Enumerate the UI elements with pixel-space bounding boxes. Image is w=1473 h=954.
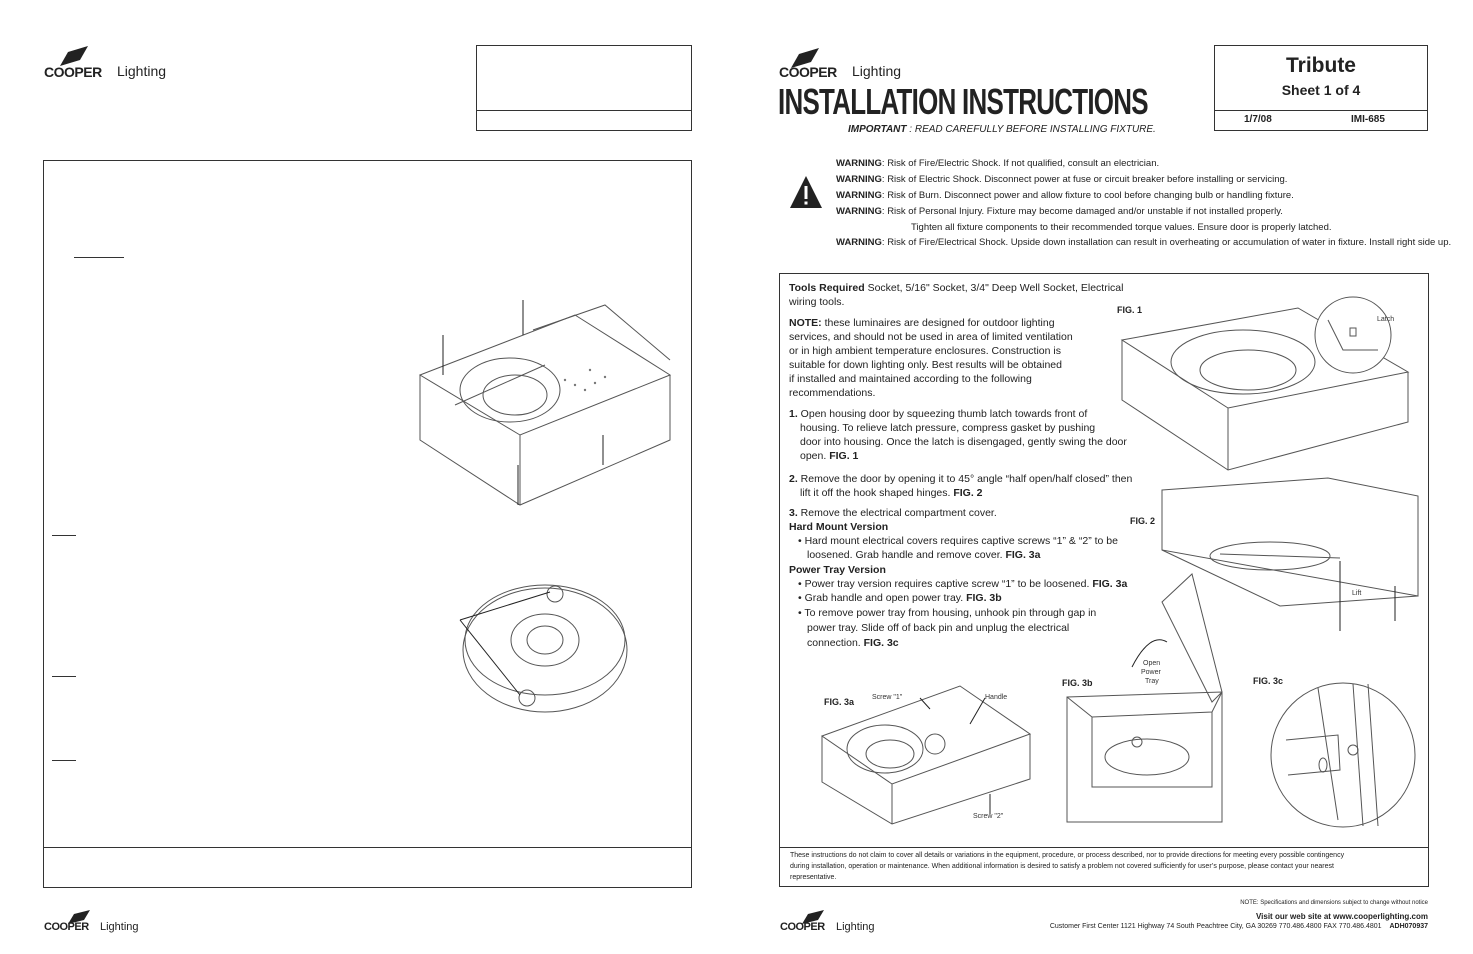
fig3b-label: FIG. 3b — [1062, 678, 1093, 688]
fig2-label: FIG. 2 — [1130, 516, 1156, 526]
hard-mount-title: Hard Mount Version — [789, 521, 889, 533]
fig3a-label: FIG. 3a — [824, 697, 855, 707]
sheet-number: Sheet 1 of 4 — [1281, 82, 1361, 98]
logo-lighting-text: Lighting — [117, 63, 167, 79]
disclaimer-line-3: representative. — [790, 874, 837, 881]
power-tray-line-4: power tray. Slide off of back pin and un… — [807, 622, 1070, 634]
product-name: Tribute — [1285, 54, 1356, 77]
important-text: : READ CAREFULLY BEFORE INSTALLING FIXTU… — [906, 124, 1156, 135]
power-tray-line-1: • Power tray version requires captive sc… — [798, 578, 1128, 590]
note-line-2: services, and should not be used in area… — [789, 331, 1073, 343]
left-content-frame — [43, 160, 692, 888]
instructions-disclaimer-divider — [779, 847, 1429, 848]
left-heading-rule-2 — [52, 535, 76, 536]
step1-line-2: housing. To relieve latch pressure, comp… — [800, 422, 1096, 434]
cooper-logo-bottom-right: COOPER Lighting — [780, 908, 890, 936]
cooper-logo-bottom-left: COOPER Lighting — [44, 908, 154, 936]
hard-mount-line-2: loosened. Grab handle and remove cover. … — [807, 549, 1041, 561]
cooper-logo-top-left: COOPER Lighting — [44, 44, 184, 80]
note-line-6: recommendations. — [789, 387, 876, 399]
note-line-5: if installed and maintained according to… — [789, 373, 1032, 385]
fig3b-open-callout-1: Open — [1143, 660, 1161, 667]
left-round-cover-illustration — [459, 584, 628, 713]
power-tray-line-3: • To remove power tray from housing, unh… — [798, 607, 1097, 619]
tools-line-1: Tools Required Socket, 5/16" Socket, 3/4… — [789, 282, 1124, 294]
logo-swoosh-icon — [68, 910, 90, 924]
warning-line-2: WARNING: Risk of Electric Shock. Disconn… — [836, 174, 1288, 185]
step2-line-1: 2. Remove the door by opening it to 45° … — [789, 473, 1133, 485]
tools-line-2: wiring tools. — [789, 296, 845, 308]
left-heading-rule-4 — [52, 760, 76, 761]
power-tray-title: Power Tray Version — [789, 564, 886, 576]
step1-line-4: open. FIG. 1 — [800, 450, 859, 462]
warning-triangle-icon — [790, 176, 822, 208]
left-title-box-divider — [476, 110, 692, 111]
fig3c-label: FIG. 3c — [1253, 676, 1284, 686]
fig3b-open-callout-2: Power — [1141, 669, 1161, 676]
logo-cooper-text: COOPER — [779, 64, 837, 80]
note-line-1: NOTE: these luminaires are designed for … — [789, 317, 1055, 329]
doc-number: IMI-685 — [1351, 114, 1385, 125]
logo-cooper-text: COOPER — [44, 64, 102, 80]
fig3a-housing-illustration — [820, 685, 1032, 825]
logo-swoosh-icon — [60, 46, 88, 66]
left-title-box — [476, 45, 692, 131]
step1-line-3: door into housing. Once the latch is dis… — [800, 436, 1127, 448]
left-heading-rule-1 — [74, 257, 124, 258]
doc-date: 1/7/08 — [1244, 114, 1272, 125]
power-tray-line-5: connection. FIG. 3c — [807, 637, 899, 649]
fig3a-screw1-callout: Screw "1" — [872, 694, 903, 701]
step1-line-1: 1. Open housing door by squeezing thumb … — [789, 408, 1088, 420]
warning-continuation: Tighten all fixture components to their … — [911, 222, 1332, 233]
left-heading-rule-3 — [52, 676, 76, 677]
logo-lighting-text: Lighting — [100, 921, 139, 933]
left-content-footer-divider — [43, 847, 692, 848]
website-line: Visit our web site at www.cooperlighting… — [1255, 912, 1428, 921]
product-box — [1214, 45, 1428, 131]
step3-line: 3. Remove the electrical compartment cov… — [789, 507, 997, 519]
logo-swoosh-icon — [802, 910, 824, 924]
disclaimer-line-2: during installation, operation or mainte… — [790, 863, 1334, 870]
logo-cooper-text: COOPER — [44, 921, 89, 933]
cooper-logo-top-right: COOPER Lighting — [779, 44, 919, 80]
note-line-4: suitable for down lighting only. Best re… — [789, 359, 1062, 371]
warning-line-1: WARNING: Risk of Fire/Electric Shock. If… — [836, 158, 1160, 169]
warning-line-5: WARNING: Risk of Fire/Electrical Shock. … — [836, 237, 1452, 248]
fig1-housing-illustration — [1120, 296, 1410, 471]
power-tray-line-2: • Grab handle and open power tray. FIG. … — [798, 592, 1002, 604]
fig2-door-illustration — [1161, 477, 1419, 631]
fig3a-handle-callout: Handle — [985, 694, 1008, 701]
fig2-lift-callout: Lift — [1352, 590, 1362, 597]
fig3a-screw2-callout: Screw "2" — [973, 813, 1004, 820]
warning-line-4: WARNING: Risk of Personal Injury. Fixtur… — [836, 206, 1283, 217]
note-line-3: or in high ambient temperature enclosure… — [789, 345, 1061, 357]
page-title: INSTALLATION INSTRUCTIONS — [778, 81, 1149, 122]
logo-lighting-text: Lighting — [852, 63, 902, 79]
address-line: Customer First Center 1121 Highway 74 So… — [900, 923, 1428, 930]
fig1-label: FIG. 1 — [1117, 305, 1143, 315]
logo-swoosh-icon — [791, 48, 819, 68]
footer-code: ADH070937 — [1389, 923, 1428, 930]
product-box-divider — [1214, 110, 1428, 111]
logo-cooper-text: COOPER — [780, 921, 825, 933]
step2-line-2: lift it off the hook shaped hinges. FIG.… — [800, 487, 983, 499]
address-text: Customer First Center 1121 Highway 74 So… — [1049, 923, 1382, 930]
warning-line-3: WARNING: Risk of Burn. Disconnect power … — [836, 190, 1294, 201]
hard-mount-line-1: • Hard mount electrical covers requires … — [798, 535, 1118, 547]
logo-lighting-text: Lighting — [836, 921, 875, 933]
left-housing-illustration — [418, 300, 672, 506]
fig3b-power-tray-illustration — [1066, 573, 1223, 823]
fig1-latch-callout: Latch — [1377, 316, 1395, 323]
disclaimer-line-1: These instructions do not claim to cover… — [790, 852, 1345, 859]
important-label: IMPORTANT — [848, 124, 907, 135]
fig3c-detail-illustration — [1270, 682, 1416, 828]
instructions-frame — [779, 273, 1429, 887]
spec-note: NOTE: Specifications and dimensions subj… — [1240, 900, 1428, 906]
important-note: IMPORTANT : READ CAREFULLY BEFORE INSTAL… — [848, 124, 1156, 135]
fig3b-open-callout-3: Tray — [1145, 678, 1159, 685]
